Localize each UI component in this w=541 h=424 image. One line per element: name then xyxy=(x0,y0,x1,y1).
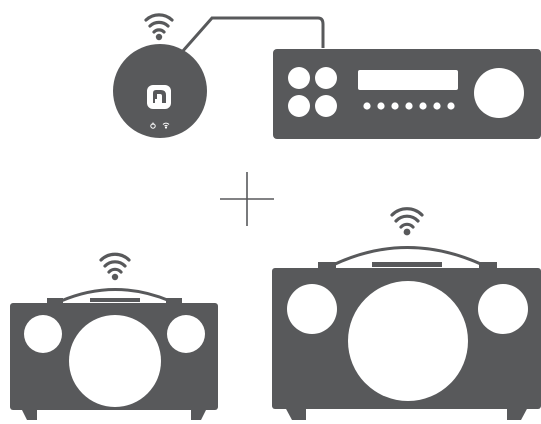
speaker-small-woofer xyxy=(69,315,161,407)
speaker-large-wifi-dot xyxy=(404,229,411,236)
speaker-large xyxy=(272,209,541,420)
amplifier-knob xyxy=(315,67,337,89)
amplifier-volume-dial xyxy=(474,68,524,118)
amplifier-knob xyxy=(288,95,310,117)
audio-cable xyxy=(182,18,323,52)
amplifier-display xyxy=(358,70,458,90)
plus-symbol xyxy=(220,172,274,226)
speaker-small-tweeter-right xyxy=(167,315,205,353)
hub-wifi-dot xyxy=(156,34,162,40)
speaker-small-wifi-icon xyxy=(101,254,129,272)
amplifier-knob xyxy=(288,67,310,89)
speaker-small-wifi-dot xyxy=(112,274,118,280)
amplifier-knob xyxy=(315,95,337,117)
streaming-hub xyxy=(113,15,207,138)
speaker-large-wifi-icon xyxy=(392,209,422,227)
speaker-large-woofer xyxy=(348,281,468,401)
streaming-adapter-logo-icon xyxy=(147,85,171,109)
hifi-amplifier xyxy=(273,49,541,139)
speaker-large-tweeter-left xyxy=(287,284,337,334)
hub-wifi-icon xyxy=(146,15,172,32)
speaker-small xyxy=(10,254,218,420)
speaker-large-tweeter-right xyxy=(478,284,528,334)
speaker-small-tweeter-left xyxy=(24,315,62,353)
